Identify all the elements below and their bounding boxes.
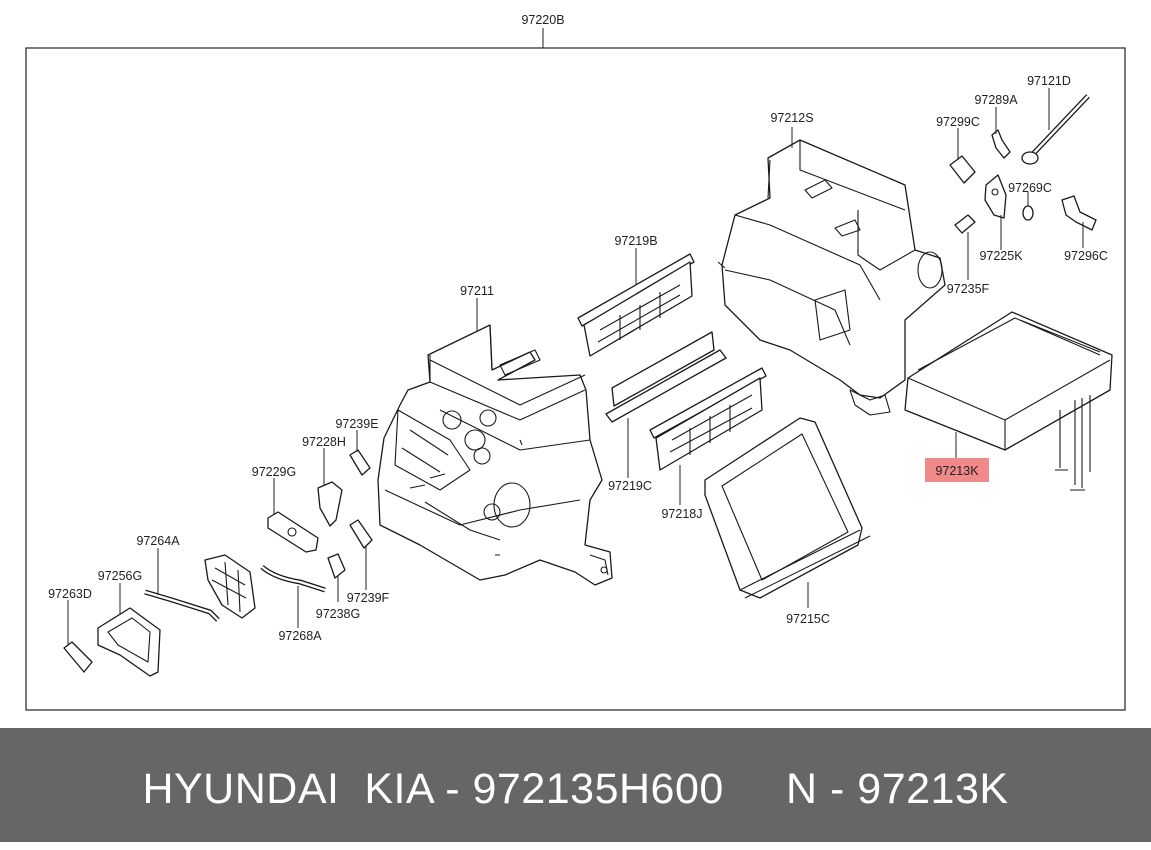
label-97256G: 97256G: [98, 569, 142, 583]
label-97215C: 97215C: [786, 612, 830, 626]
part-97299C-bracket: [949, 155, 976, 184]
part-97212S-case: [717, 139, 946, 416]
label-97235F: 97235F: [947, 282, 990, 296]
label-97225K: 97225K: [979, 249, 1023, 263]
part-97264A-rod: [144, 589, 220, 622]
label-97264A: 97264A: [136, 534, 180, 548]
part-97121D-rod: [1021, 94, 1090, 165]
part-grille-plate: [204, 554, 256, 619]
label-97212S: 97212S: [770, 111, 813, 125]
label-97218J: 97218J: [661, 507, 702, 521]
label-97228H: 97228H: [302, 435, 346, 449]
footer-part-number: HYUNDAI KIA - 972135H600 N - 97213K: [142, 765, 1009, 813]
footer-banner: HYUNDAI KIA - 972135H600 N - 97213K: [0, 728, 1151, 842]
label-97213K-highlight: [925, 458, 989, 482]
part-97213K-heater-core: [904, 311, 1113, 491]
label-97263D: 97263D: [48, 587, 92, 601]
part-97219C-filter: [605, 331, 727, 423]
label-97213K: 97213K: [935, 464, 979, 478]
label-97269C: 97269C: [1008, 181, 1052, 195]
label-97239E: 97239E: [335, 417, 378, 431]
part-97211-main-case: [377, 324, 613, 586]
label-97239F: 97239F: [347, 591, 390, 605]
label-97211: 97211: [460, 284, 494, 298]
label-97229G: 97229G: [252, 465, 296, 479]
part-97263D-link: [63, 641, 93, 673]
label-97289A: 97289A: [974, 93, 1018, 107]
label-97296C: 97296C: [1064, 249, 1108, 263]
part-97289A-clip: [991, 129, 1011, 159]
part-97239F-link: [349, 519, 373, 549]
part-97296C-bracket: [1061, 195, 1097, 231]
part-97268A-rod: [260, 565, 326, 593]
part-97238G-lever: [327, 553, 346, 579]
label-97220B: 97220B: [521, 13, 564, 27]
part-97218J-filter: [649, 367, 767, 471]
label-97238G: 97238G: [316, 607, 360, 621]
part-97256G-gasket: [97, 607, 161, 677]
part-97235F-cap: [954, 214, 976, 234]
label-97121D: 97121D: [1027, 74, 1071, 88]
part-97229G-arm: [267, 511, 319, 553]
part-97225K-lever: [984, 174, 1007, 219]
part-97269C-nut: [1022, 205, 1034, 221]
label-97299C: 97299C: [936, 115, 980, 129]
label-97219C: 97219C: [608, 479, 652, 493]
part-97228H-lever: [317, 481, 343, 527]
parts-diagram: 97220B 97212S 97121D 97289A 97299C 97225…: [25, 13, 1126, 711]
label-97268A: 97268A: [278, 629, 322, 643]
part-97219B-filter: [577, 253, 695, 357]
part-97239E-link: [349, 449, 371, 476]
part-97215C-frame: [704, 417, 871, 599]
diagram-frame: [25, 47, 1126, 711]
label-97219B: 97219B: [614, 234, 657, 248]
